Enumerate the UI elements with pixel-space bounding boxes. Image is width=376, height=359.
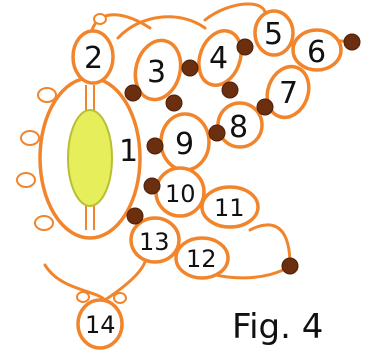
ring-1 (38, 76, 142, 240)
ring-4 (197, 29, 243, 87)
beads (124, 33, 361, 275)
bead (126, 207, 144, 225)
picots (16, 13, 127, 304)
ring-13 (129, 216, 181, 264)
ring-3 (133, 38, 183, 102)
picot (76, 291, 90, 303)
bead (143, 177, 161, 195)
label-10: 10 (165, 180, 196, 208)
center-stone (67, 109, 113, 207)
rings (71, 9, 343, 350)
ring-labels: 2 3 4 5 6 7 8 9 1 10 11 13 12 14 (84, 17, 326, 339)
picot (113, 292, 127, 304)
ring-12 (174, 236, 230, 280)
label-7: 7 (279, 76, 298, 111)
label-2: 2 (84, 41, 103, 76)
ring-14 (76, 298, 124, 350)
label-6: 6 (307, 35, 326, 70)
bead (124, 84, 142, 102)
label-3: 3 (147, 55, 166, 90)
bead (343, 33, 361, 51)
label-13: 13 (139, 228, 170, 256)
figure-caption: Fig. 4 (232, 307, 323, 347)
label-9: 9 (175, 127, 194, 162)
picot (93, 13, 107, 25)
bead (221, 81, 239, 99)
ring-11 (200, 185, 260, 229)
ring-7 (265, 64, 311, 120)
ring-6 (291, 28, 343, 72)
picot (34, 215, 54, 231)
bead (165, 94, 183, 112)
picot (16, 172, 36, 188)
bead (181, 59, 199, 77)
label-8: 8 (229, 110, 248, 145)
bead (236, 38, 254, 56)
label-11: 11 (214, 194, 245, 222)
bead (208, 124, 226, 142)
bead (146, 137, 164, 155)
label-1: 1 (119, 134, 138, 169)
label-5: 5 (264, 17, 283, 52)
bead (281, 257, 299, 275)
bead (256, 98, 274, 116)
picot (37, 87, 57, 103)
label-12: 12 (186, 245, 217, 273)
ring-5 (253, 9, 295, 57)
label-14: 14 (85, 311, 116, 339)
label-4: 4 (209, 41, 228, 76)
picot (20, 130, 40, 146)
ring-2 (71, 29, 115, 85)
